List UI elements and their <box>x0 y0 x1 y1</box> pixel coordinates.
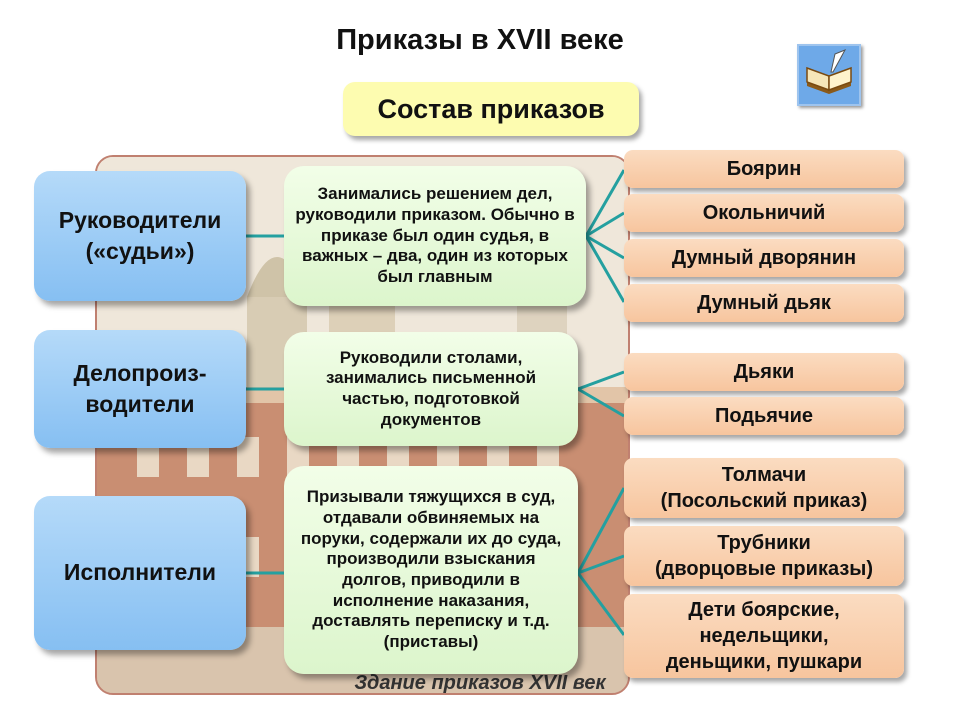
member-box-boyar: Боярин <box>624 150 904 188</box>
role-box-clerks: Делопроиз- водители <box>34 330 246 448</box>
subtitle-box: Состав приказов <box>343 82 639 136</box>
member-box-dumny-dvoryanin: Думный дворянин <box>624 239 904 277</box>
member-label-line: (дворцовые приказы) <box>654 558 874 580</box>
member-label-line: Толмачи <box>721 464 807 486</box>
role-label-line: («судьи») <box>85 238 195 264</box>
description-box-leaders: Занимались решением дел, руководили прик… <box>284 166 586 306</box>
picture-caption: Здание приказов XVII век <box>354 672 606 694</box>
member-box-podyachie: Подьячие <box>624 397 904 435</box>
role-label-line: водители <box>85 391 195 417</box>
member-box-tolmachi: Толмачи (Посольский приказ) <box>624 458 904 518</box>
member-label-line: недельщики, <box>699 625 829 647</box>
member-label-line: деньщики, пушкари <box>665 651 863 673</box>
role-label-line: Руководители <box>58 206 222 233</box>
member-box-deti-boyarskie: Дети боярские, недельщики, деньщики, пуш… <box>624 594 904 678</box>
book-icon[interactable] <box>797 44 861 106</box>
member-box-trubniki: Трубники (дворцовые приказы) <box>624 526 904 586</box>
role-box-executors: Исполнители <box>34 496 246 650</box>
member-box-dumny-dyak: Думный дьяк <box>624 284 904 322</box>
role-label-line: Исполнители <box>63 559 217 586</box>
description-box-executors: Призывали тяжущихся в суд, отдавали обви… <box>284 466 578 674</box>
member-label-line: Дети боярские, <box>688 599 840 621</box>
member-label-line: Трубники <box>717 532 811 554</box>
role-box-leaders: Руководители («судьи») <box>34 171 246 301</box>
role-label-line: Делопроиз- <box>73 359 207 386</box>
member-box-dyaki: Дьяки <box>624 353 904 391</box>
description-box-clerks: Руководили столами, занимались письменно… <box>284 332 578 446</box>
member-box-okolnichy: Окольничий <box>624 194 904 232</box>
member-label-line: (Посольский приказ) <box>660 490 868 512</box>
page-title: Приказы в XVII веке <box>336 24 624 56</box>
